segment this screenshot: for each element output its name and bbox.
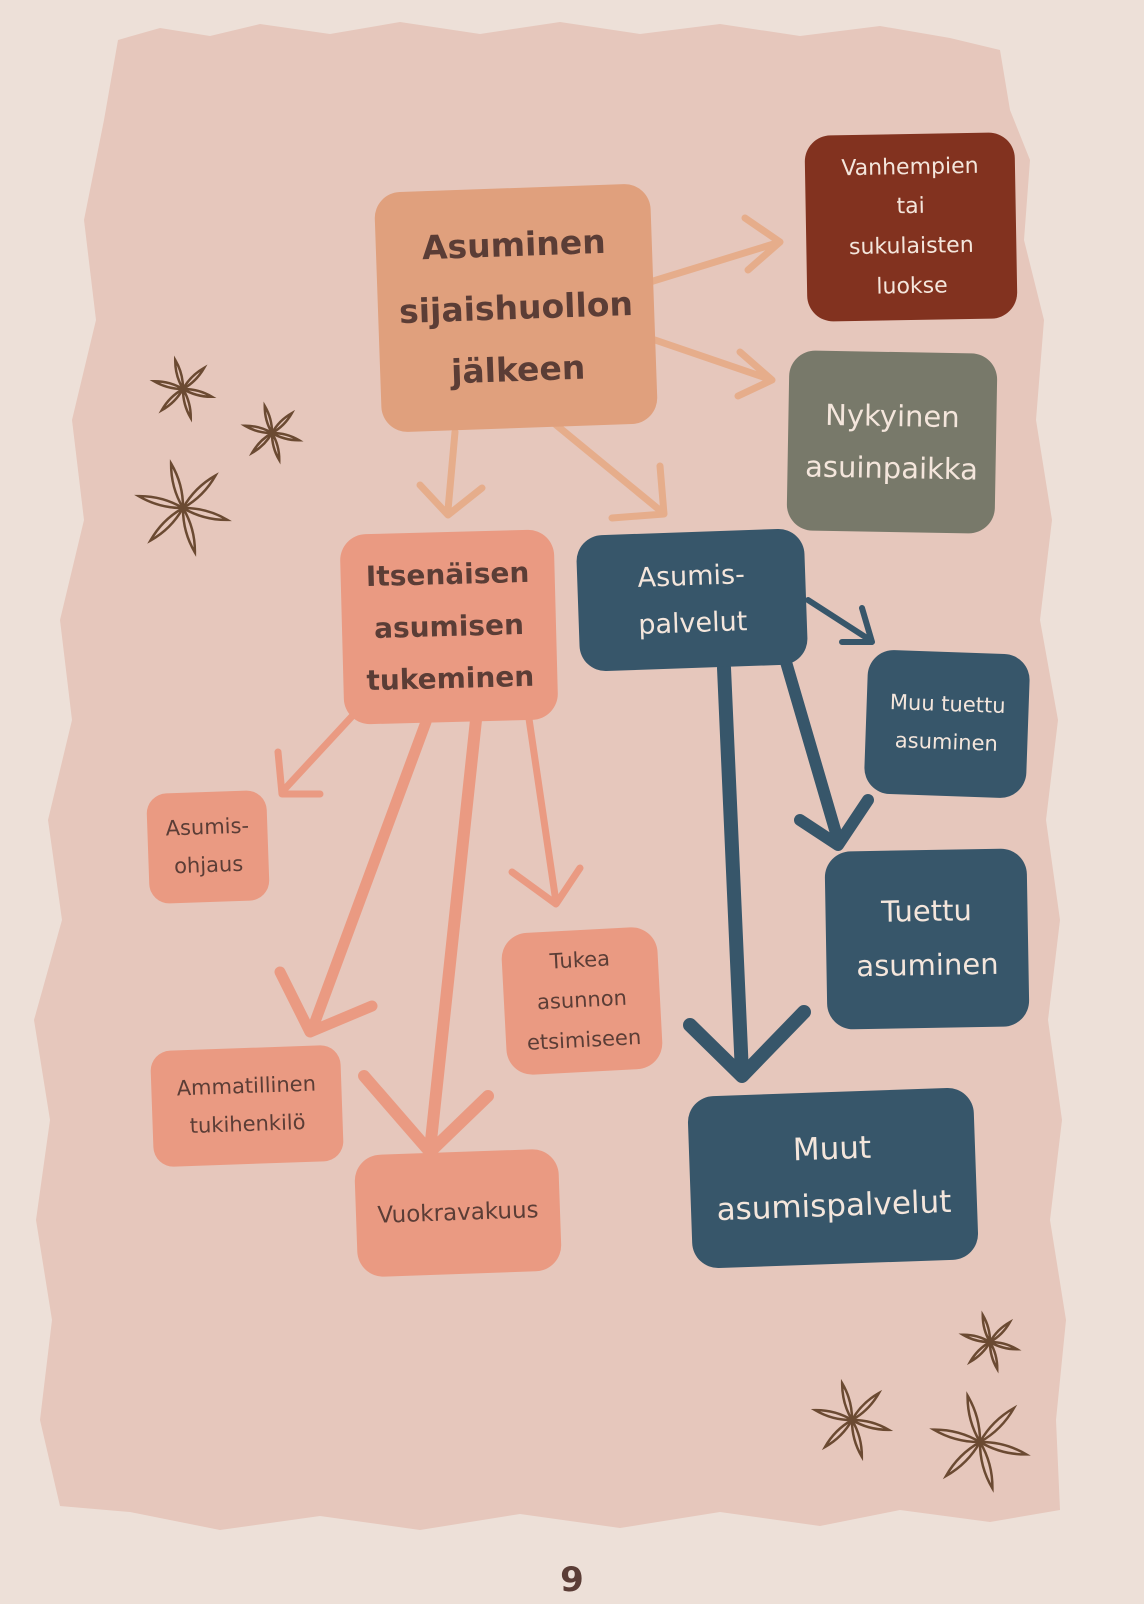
node-search-support: Tukea asunnon etsimiseen [500,926,664,1076]
flower-petal [240,424,273,435]
node-other-services-label: Muut asumispalvelut [715,1129,952,1229]
node-guidance: Asumis- ohjaus [146,789,270,905]
flower-petal [821,1418,854,1451]
flower-petal [149,379,184,391]
flower-petal [850,1389,883,1422]
flower-petal [169,459,185,509]
flower-petal [810,1408,853,1422]
flower-petal [989,1340,1022,1351]
page-number: 9 [560,1560,584,1600]
node-independent-label: Itsenäisen asumisen tukeminen [365,556,535,698]
node-independent: Itsenäisen asumisen tukeminen [339,529,559,725]
arrow-services-to-supported [780,656,874,851]
node-root: Asuminen sijaishuollon jälkeen [373,183,659,433]
flower-icon [810,1378,894,1462]
flower-petal [181,472,219,510]
node-other-supported: Muu tuettu asuminen [863,649,1031,799]
node-search-support-label: Tukea asunnon etsimiseen [526,946,642,1055]
arrow-independent-to-search-support [508,708,584,908]
flower-petal [270,409,296,435]
node-rent-deposit: Vuokravakuus [353,1148,563,1278]
arrow-independent-to-guidance [274,708,360,798]
node-supported: Tuettu asuminen [824,848,1030,1030]
flower-petal [182,506,232,522]
node-support-person: Ammatillinen tukihenkilö [150,1044,344,1168]
flower-petal [958,1333,991,1344]
node-services: Asumis- palvelut [575,528,809,672]
flower-petal [270,432,281,465]
flower-petal [978,1404,1018,1444]
flower-petal [966,1391,982,1443]
arrow-services-to-other-services [683,661,811,1083]
flower-petal [851,1418,894,1432]
flower-petal [979,1440,1031,1456]
flower-petal [182,387,217,399]
arrow-root-to-services [551,420,668,522]
flower-petal [929,1428,981,1444]
flower-petal [840,1378,854,1421]
arrow-root-to-independent [416,428,486,519]
node-rent-deposit-label: Vuokravakuus [377,1197,539,1229]
flower-petal [181,388,193,423]
flower-petal [263,401,274,434]
flower-petal [988,1318,1014,1344]
flower-icon [958,1310,1022,1374]
node-parents-label: Vanhempien tai sukulaisten luokse [841,153,979,300]
flower-petal [181,364,208,391]
flower-petal [978,1441,994,1493]
flower-petal [850,1419,864,1462]
flower-icon [134,459,232,557]
flower-petal [134,494,184,510]
node-guidance-label: Asumis- ohjaus [165,813,250,879]
node-other-supported-label: Muu tuettu asuminen [889,690,1006,756]
flower-petal [248,431,274,457]
flower-icon [929,1391,1031,1493]
node-current: Nykyinen asuinpaikka [786,350,998,534]
flower-petal [147,506,185,544]
arrow-root-to-current [651,336,776,400]
node-parents: Vanhempien tai sukulaisten luokse [804,132,1018,322]
node-supported-label: Tuettu asuminen [856,893,999,984]
node-current-label: Nykyinen asuinpaikka [804,397,979,487]
flower-petal [181,507,197,557]
flower-petal [942,1440,982,1480]
flower-petal [988,1341,999,1374]
flower-icon [240,401,304,465]
flower-petal [158,387,185,414]
flower-petal [271,431,304,442]
flower-petal [173,355,185,390]
flower-icon [149,355,217,423]
flower-petal [966,1340,992,1366]
node-other-services: Muut asumispalvelut [687,1087,979,1269]
arrow-services-to-other-supported [805,597,875,645]
arrow-root-to-parents [646,214,784,286]
node-root-label: Asuminen sijaishuollon jälkeen [398,221,634,392]
flower-petal [981,1310,992,1343]
node-services-label: Asumis- palvelut [637,558,748,641]
arrow-independent-to-support-person [274,716,432,1038]
node-support-person-label: Ammatillinen tukihenkilö [176,1071,317,1139]
